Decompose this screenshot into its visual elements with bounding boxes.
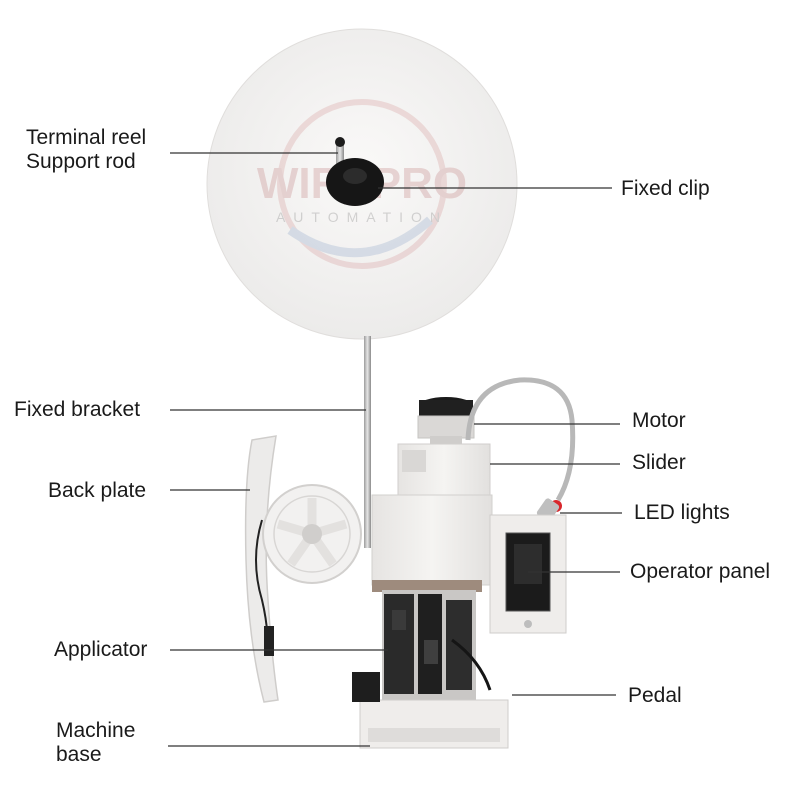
label-led-lights: LED lights bbox=[634, 501, 730, 524]
label-fixed-bracket: Fixed bracket bbox=[14, 398, 141, 421]
support-rod bbox=[336, 140, 344, 174]
label-slider: Slider bbox=[632, 451, 686, 474]
label-back-plate: Back plate bbox=[48, 479, 147, 502]
label-pedal: Pedal bbox=[628, 684, 682, 707]
watermark-subtitle: AUTOMATION bbox=[276, 209, 448, 225]
leader-lines bbox=[168, 152, 622, 747]
label-applicator: Applicator bbox=[54, 638, 148, 661]
label-terminal-reel-support-rod: Terminal reel Support rod bbox=[26, 126, 146, 174]
label-operator-panel: Operator panel bbox=[630, 560, 771, 583]
applicator bbox=[382, 590, 492, 700]
label-support-rod: Support rod bbox=[26, 150, 136, 173]
label-machine-base-line2: base bbox=[56, 743, 102, 766]
back-plate bbox=[244, 435, 279, 703]
led-gooseneck bbox=[465, 377, 576, 502]
label-fixed-clip: Fixed clip bbox=[621, 177, 710, 200]
label-terminal-reel: Terminal reel bbox=[26, 126, 147, 149]
fixed-bracket bbox=[364, 336, 371, 548]
label-machine-base: Machine base bbox=[56, 719, 135, 767]
label-machine-base-line1: Machine bbox=[56, 719, 136, 742]
small-feed-reel bbox=[262, 484, 362, 584]
label-motor: Motor bbox=[632, 409, 686, 432]
